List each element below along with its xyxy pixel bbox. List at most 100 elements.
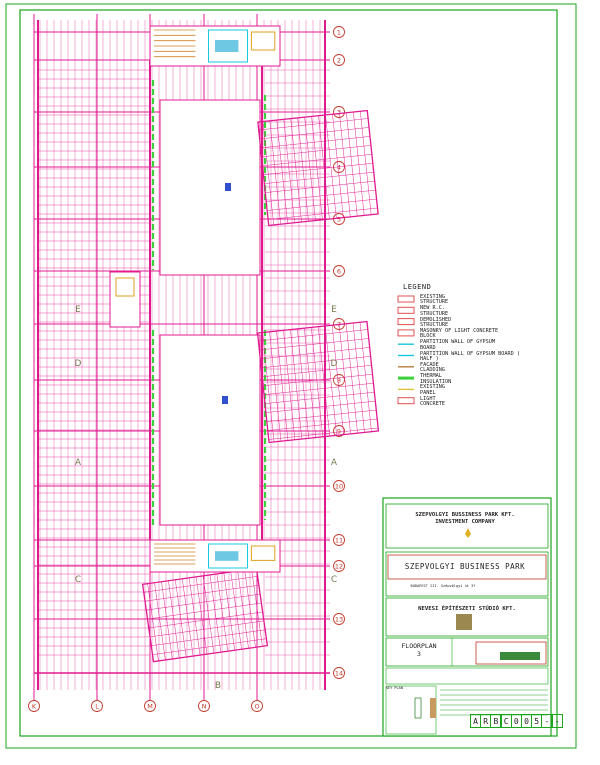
project-name-box	[387, 554, 547, 580]
grid-row-bubble	[333, 480, 345, 492]
wing-line	[244, 570, 256, 648]
grid-row-bubble	[333, 534, 345, 546]
legend-swatch	[397, 329, 415, 337]
sheet-box	[385, 637, 549, 667]
sheet-title: FLOORPLAN 3	[401, 642, 437, 658]
grid-row-bubble	[333, 560, 345, 572]
wing-line	[359, 322, 372, 432]
zone-label: C	[331, 575, 337, 585]
wing-line	[152, 638, 267, 655]
wing-line	[324, 325, 337, 436]
wing-line	[188, 577, 201, 656]
title-block	[382, 497, 552, 737]
grid-row-bubble	[333, 613, 345, 625]
wing-line	[263, 374, 373, 386]
wing-outline	[257, 109, 379, 227]
wing-line	[216, 573, 228, 652]
wing-line	[332, 114, 344, 218]
legend-item-label: PARTITION WALL OF GYPSUM BOARD ( HALF )	[420, 350, 520, 362]
wing-line	[258, 118, 369, 131]
wing-line	[260, 347, 370, 360]
wing-line	[266, 189, 376, 202]
wing-line	[297, 328, 310, 439]
wing-line	[261, 356, 371, 369]
wing-line	[260, 136, 371, 149]
wing-line	[259, 338, 369, 351]
project-address: BUDAPEST III. Szépvölgyi út 37	[410, 584, 476, 588]
wing-line	[311, 327, 323, 437]
wing-line	[195, 576, 208, 655]
grid-row-label: 1	[337, 28, 341, 36]
wing-line	[151, 629, 266, 647]
wing-line	[251, 569, 263, 647]
wing-line	[339, 113, 351, 217]
zone-label: C	[75, 575, 81, 585]
sanitary-fixtures	[215, 551, 239, 561]
legend-item-label: MASONRY OF LIGHT CONCRETE BLOCK	[420, 327, 499, 340]
grid-row-label: 4	[337, 163, 341, 171]
architect-logo	[456, 614, 472, 630]
zone-label: D	[331, 359, 338, 369]
wing-line	[175, 579, 187, 658]
grid-row-bubble	[333, 667, 345, 679]
zone-label: D	[75, 359, 82, 369]
wing-line	[263, 163, 373, 175]
grid-row-bubble	[333, 106, 345, 118]
south-annex	[141, 567, 269, 663]
wing-line	[261, 145, 371, 158]
atrium-north	[159, 99, 261, 276]
client-logo	[465, 528, 471, 538]
architect-name: NEVESI ÉPÍTÉSZETI STÚDIÓ KFT.	[418, 606, 516, 612]
zone-label: E	[331, 305, 337, 315]
core-west	[109, 271, 141, 328]
legend-title: LEGEND	[403, 283, 432, 291]
grid-col-bubble	[198, 700, 210, 712]
legend-swatches	[397, 295, 415, 405]
wing-line	[223, 572, 235, 651]
legend-item-label: FACADE CLADDING	[420, 361, 445, 374]
wing-line	[304, 328, 317, 438]
legend-item-label: NEW R.C. STRUCTURE	[420, 305, 449, 317]
wing-line	[266, 409, 377, 422]
wing-line	[346, 112, 358, 217]
project-name: SZEPVOLGYI BUSINESS PARK	[404, 562, 526, 571]
wing-line	[269, 120, 281, 225]
legend-swatch	[397, 318, 415, 326]
drawing-number-cell: -	[551, 714, 563, 728]
wing-line	[262, 332, 275, 442]
wing-line	[262, 365, 372, 378]
wing-line	[149, 620, 264, 638]
key-plan-highlight	[430, 698, 436, 718]
grid-row-label: 12	[335, 562, 343, 570]
wing-line	[331, 325, 344, 435]
sheet-outer-border	[5, 3, 577, 749]
core-west-lift	[115, 277, 135, 297]
sanitary-fixtures	[215, 40, 239, 52]
wing-line	[267, 198, 377, 211]
wing-line	[262, 121, 274, 225]
grid-row-label: 9	[337, 427, 341, 435]
grid-row-label: 14	[335, 669, 343, 677]
grid-row-label: 2	[337, 56, 341, 64]
atrium-south	[159, 334, 261, 526]
grid-row-bubble	[333, 265, 345, 277]
revision-box	[475, 641, 547, 665]
wing-outline	[141, 567, 269, 663]
wing-line	[154, 582, 166, 660]
wing-line	[276, 120, 288, 224]
wing-outline	[256, 320, 380, 444]
grid-col-label: K	[32, 703, 37, 711]
grid-col-label: M	[147, 703, 153, 711]
lift-shaft	[250, 31, 276, 51]
wing-line	[345, 323, 358, 434]
project-box	[385, 551, 549, 597]
lift-shaft	[250, 545, 276, 561]
grid-col-bubble	[28, 700, 40, 712]
wing-line	[269, 331, 282, 442]
wing-line	[264, 382, 374, 395]
wing-line	[146, 593, 261, 611]
wing-line	[258, 329, 368, 342]
grid-col-label: L	[95, 703, 99, 711]
